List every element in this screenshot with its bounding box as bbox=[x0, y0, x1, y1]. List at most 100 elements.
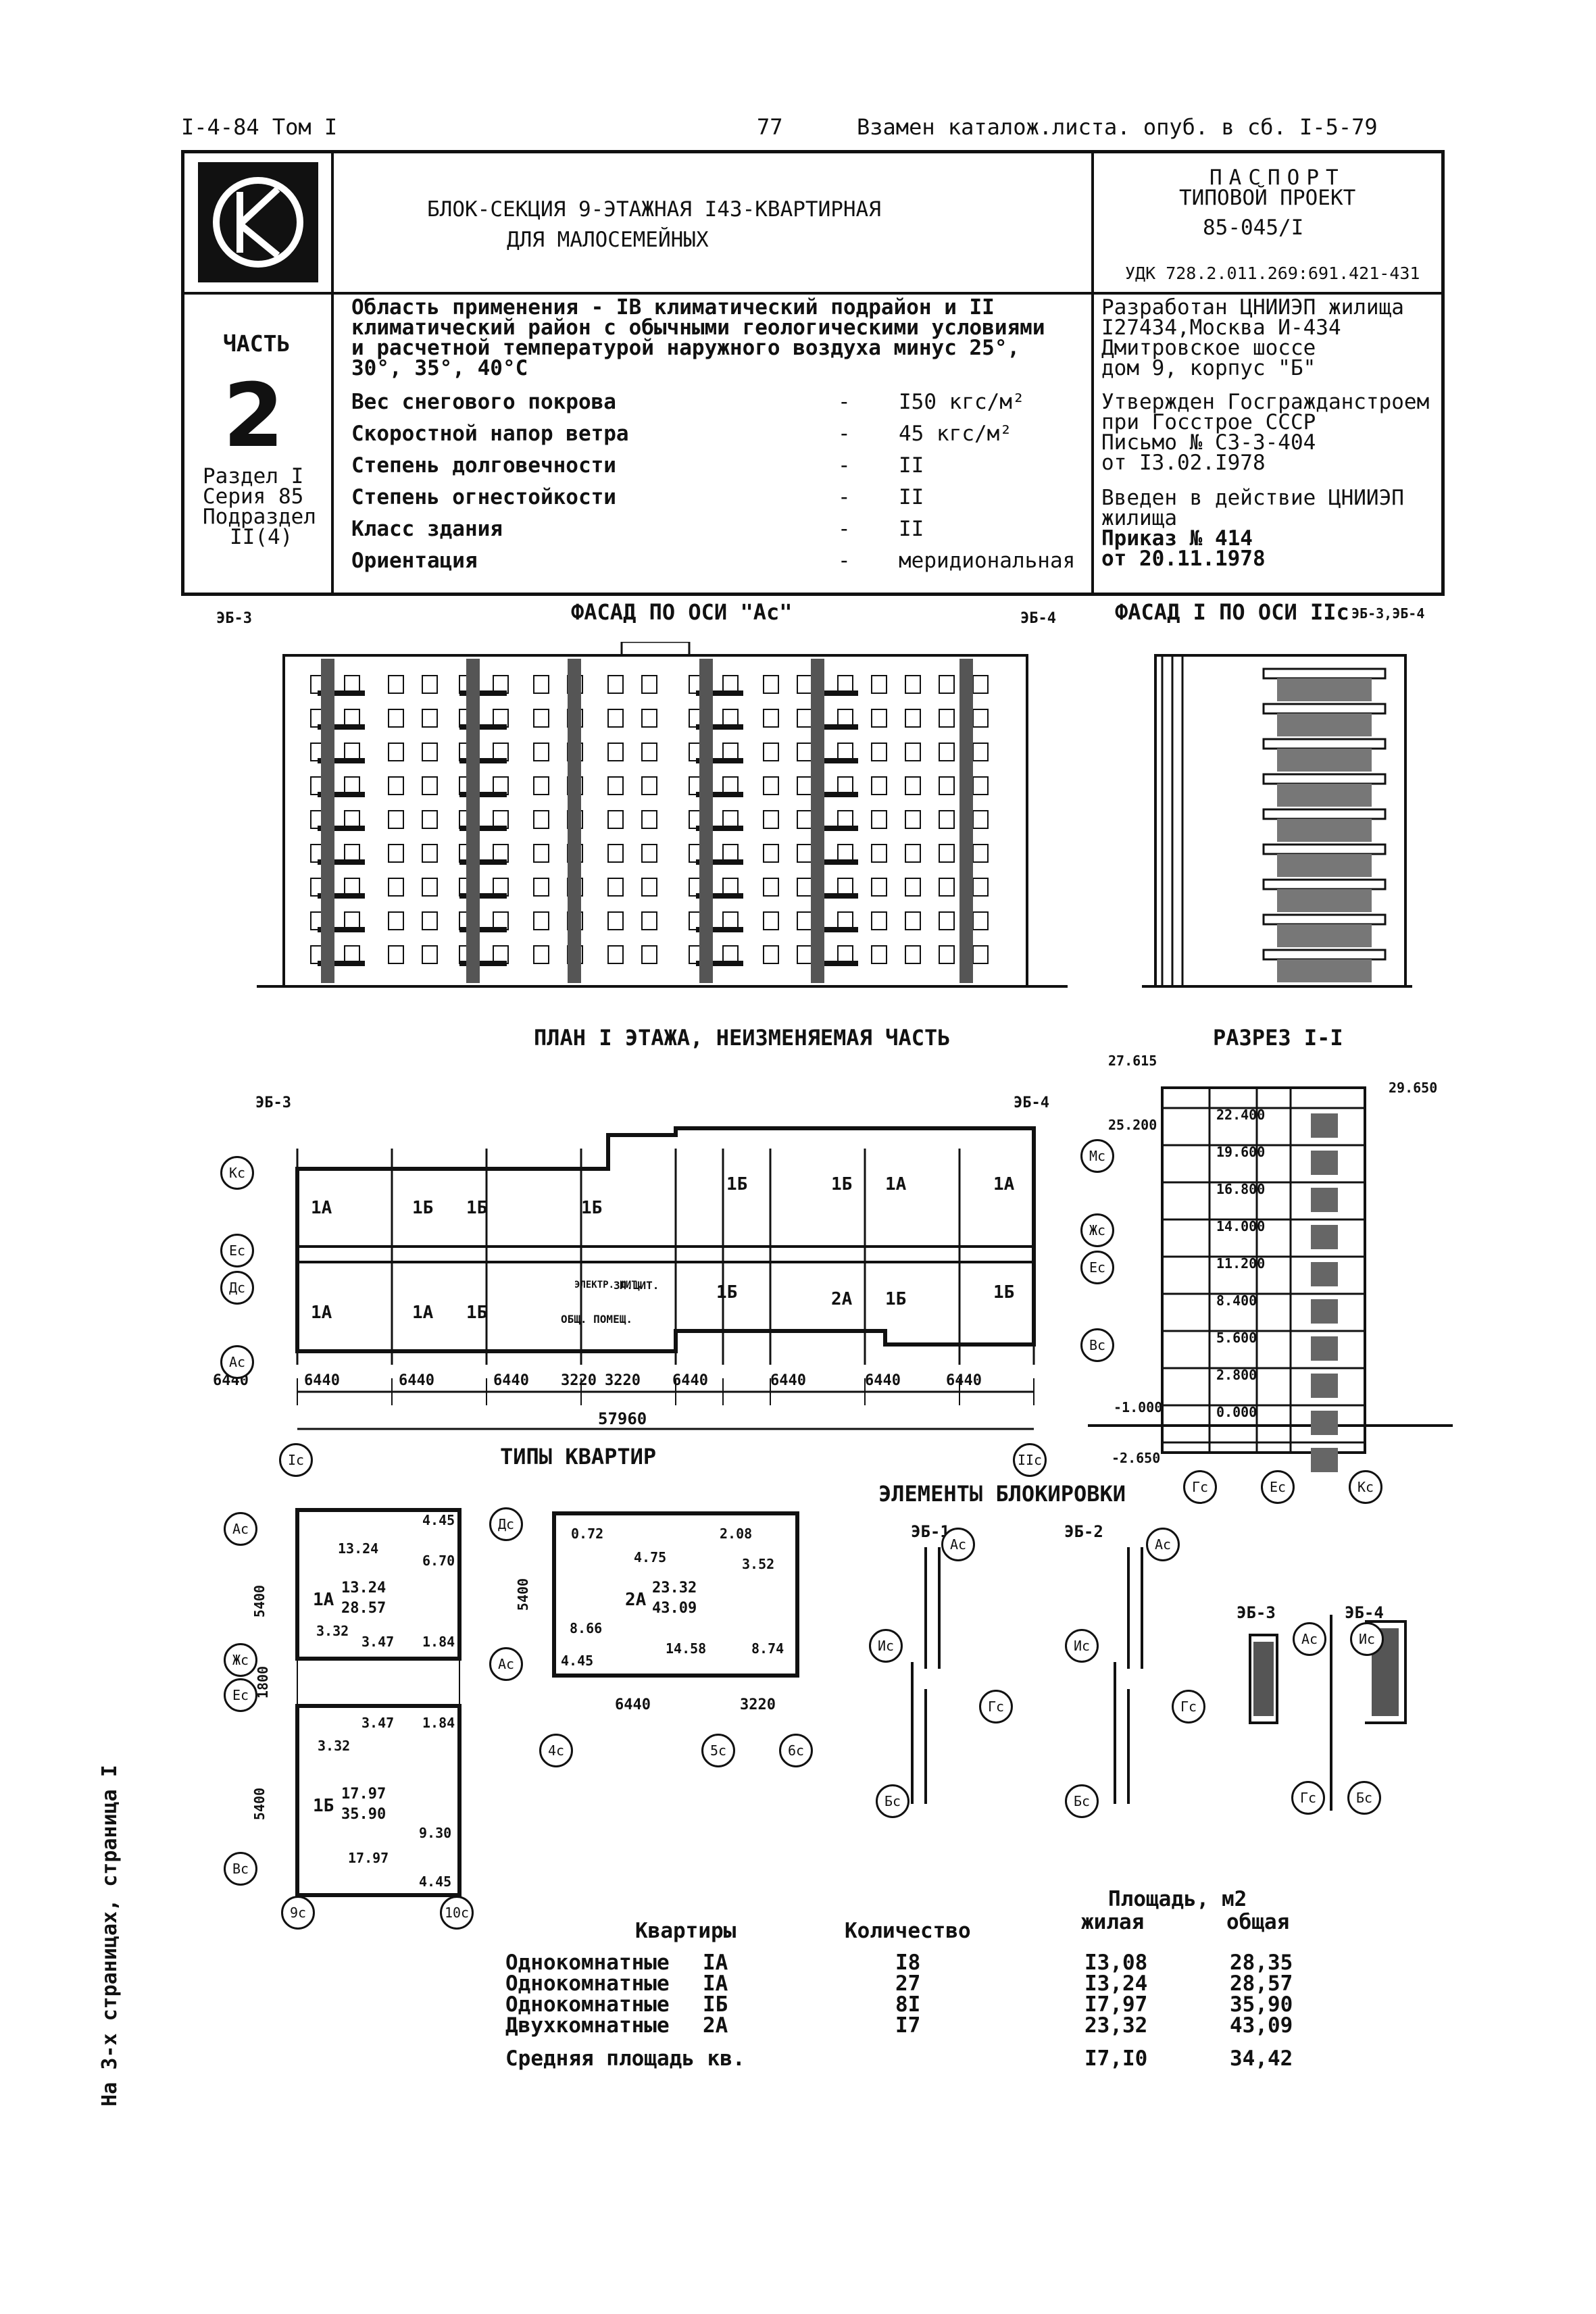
facade-window bbox=[388, 945, 404, 964]
plan-dimension: 6440 bbox=[399, 1372, 434, 1389]
apt-dimension: 1800 bbox=[255, 1665, 272, 1699]
facade-balcony bbox=[696, 690, 743, 696]
plan-note: ОБЩ. ПОМЕЩ. bbox=[561, 1313, 632, 1326]
facade-balcony bbox=[696, 927, 743, 932]
apt-1a-room-area: 3.47 bbox=[361, 1634, 395, 1650]
param-name: Класс здания bbox=[351, 517, 503, 541]
facade-window bbox=[533, 810, 549, 829]
facade-balcony bbox=[318, 961, 365, 966]
section-window bbox=[1311, 1448, 1338, 1472]
plan-room-label: 1Б bbox=[581, 1198, 603, 1218]
param-dash: - bbox=[838, 549, 851, 573]
facade-window bbox=[763, 911, 779, 930]
facade-window bbox=[388, 743, 404, 761]
plan-axis-marker: IIс bbox=[1013, 1443, 1047, 1477]
side-facade-loggia bbox=[1277, 959, 1372, 982]
param-name: Степень долговечности bbox=[351, 453, 616, 478]
facade-window bbox=[641, 810, 657, 829]
blocking-axis-marker: Гс bbox=[1172, 1690, 1205, 1724]
facade-balcony bbox=[318, 927, 365, 932]
facade-balcony bbox=[459, 826, 507, 831]
facade-window bbox=[905, 743, 921, 761]
param-value: 45 кгс/м² bbox=[899, 422, 1012, 446]
facade-balcony bbox=[459, 792, 507, 797]
facade-balcony bbox=[459, 690, 507, 696]
blocking-axis-marker: Бс bbox=[1065, 1784, 1099, 1818]
facade-balcony bbox=[459, 927, 507, 932]
facade-window bbox=[871, 810, 887, 829]
facade-window bbox=[797, 911, 813, 930]
blocking-stair-right bbox=[1365, 1620, 1407, 1724]
plan-room-label: 1Б bbox=[466, 1303, 488, 1323]
facade-window bbox=[533, 878, 549, 897]
apt-1b-total: 35.90 bbox=[341, 1806, 386, 1823]
plan-dimension: 6440 bbox=[865, 1372, 901, 1389]
plan-room-label: 1Б bbox=[885, 1289, 907, 1309]
param-name: Ориентация bbox=[351, 549, 478, 573]
section-level: 16.800 bbox=[1216, 1181, 1266, 1197]
apt-2a-room-area: 4.75 bbox=[634, 1549, 667, 1565]
facade-window bbox=[388, 844, 404, 863]
plan-axis-marker: Ес bbox=[220, 1234, 254, 1267]
blocking-stair-left bbox=[1249, 1634, 1278, 1724]
table-row-code: IA bbox=[703, 1971, 728, 1996]
facade-window bbox=[972, 878, 989, 897]
section-window bbox=[1311, 1299, 1338, 1324]
apt-1a-room-area: 6.70 bbox=[422, 1553, 455, 1569]
developer-line: при Госстрое СССР bbox=[1101, 410, 1316, 434]
facade-window bbox=[422, 911, 438, 930]
facade-window bbox=[763, 675, 779, 694]
apt-1b-room-area: 3.32 bbox=[318, 1738, 351, 1754]
param-value: II bbox=[899, 517, 924, 541]
side-facade-loggia bbox=[1277, 713, 1372, 736]
section-level: 0.000 bbox=[1216, 1404, 1257, 1420]
plan-note: ЗЛ.ЩИТ. bbox=[614, 1279, 659, 1292]
apartment-2a-plan bbox=[552, 1511, 799, 1678]
facade-balcony bbox=[318, 758, 365, 763]
apt-2a-name: 2А bbox=[625, 1590, 647, 1610]
apt-axis-marker: 9с bbox=[281, 1896, 315, 1930]
plan-axis-marker: Кс bbox=[220, 1156, 254, 1190]
facade-window bbox=[939, 675, 955, 694]
apt-axis-marker: Дс bbox=[489, 1507, 523, 1541]
apt-1b-room-area: 3.47 bbox=[361, 1715, 395, 1731]
plan-room-label: 1А bbox=[993, 1174, 1015, 1194]
apt-axis-marker: 10с bbox=[440, 1896, 474, 1930]
section-window bbox=[1311, 1151, 1338, 1175]
facade-window bbox=[763, 844, 779, 863]
facade-loggia-shade bbox=[959, 659, 973, 983]
facade-window bbox=[422, 709, 438, 728]
plan-left-tag: ЭБ-3 bbox=[255, 1095, 291, 1111]
facade-window bbox=[422, 844, 438, 863]
plan-room-label: 1А bbox=[885, 1174, 907, 1194]
facade-window bbox=[763, 709, 779, 728]
facade-window bbox=[763, 810, 779, 829]
section-level: -1.000 bbox=[1114, 1399, 1163, 1415]
apt-2a-living: 23.32 bbox=[652, 1580, 697, 1596]
apt-2a-room-area: 4.45 bbox=[561, 1653, 594, 1669]
developer-line: Письмо № СЗ-3-404 bbox=[1101, 430, 1316, 455]
apt-1b-room-area: 1.84 bbox=[422, 1715, 455, 1731]
facade-window bbox=[871, 675, 887, 694]
param-value: меридиональная bbox=[899, 549, 1076, 573]
table-col-count: Количество bbox=[845, 1919, 971, 1943]
table-row-type: Однокомнатные bbox=[505, 1971, 670, 1996]
section-window bbox=[1311, 1411, 1338, 1435]
plan-axis-marker: Дс bbox=[220, 1271, 254, 1305]
block-title-line2: ДЛЯ МАЛОСЕМЕЙНЫХ bbox=[507, 228, 709, 252]
apt-axis-marker: 6с bbox=[779, 1734, 813, 1767]
facade-window bbox=[641, 675, 657, 694]
frame-divider-right bbox=[1091, 150, 1094, 593]
apt-1a-total: 28.57 bbox=[341, 1600, 386, 1617]
facade-balcony bbox=[696, 826, 743, 831]
plan-room-label: 2А bbox=[831, 1289, 853, 1309]
part-subsection-label: Подраздел bbox=[203, 505, 316, 529]
apt-1b-room-area: 9.30 bbox=[419, 1825, 452, 1841]
section-level: 5.600 bbox=[1216, 1330, 1257, 1346]
side-facade-balcony bbox=[1262, 949, 1387, 961]
section-level: 22.400 bbox=[1216, 1107, 1266, 1123]
table-col-apartments: Квартиры bbox=[635, 1919, 737, 1943]
facade-window bbox=[972, 709, 989, 728]
facade-balcony bbox=[318, 859, 365, 865]
plan-axis-marker: Мс bbox=[1080, 1139, 1114, 1173]
